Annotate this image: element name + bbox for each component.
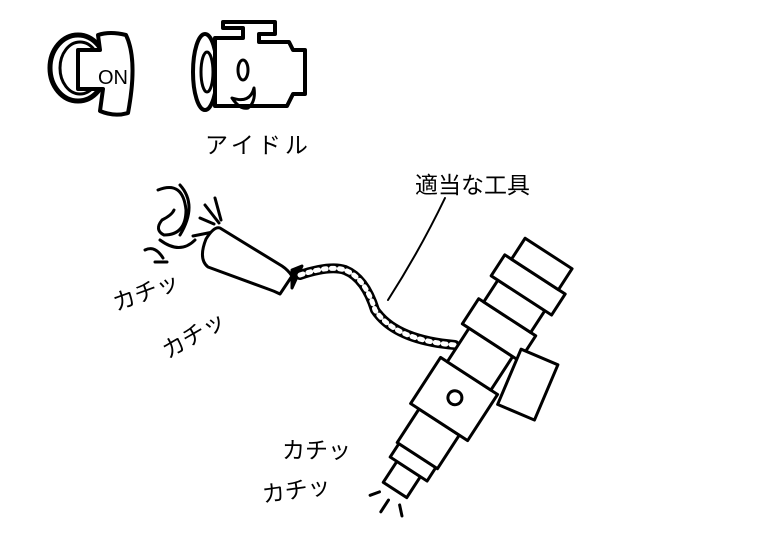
engine-icon — [191, 20, 307, 112]
key-on-label: ON — [98, 67, 128, 89]
engine-idle-label: アイドル — [205, 133, 312, 159]
ignition-key-icon: ON — [47, 31, 135, 117]
tool-label: 適当な工具 — [415, 173, 530, 199]
injector-click-sound-1: カチッ — [282, 438, 351, 464]
fuel-injector-icon — [368, 236, 574, 518]
leader-line — [387, 197, 446, 301]
tool-icon — [201, 226, 460, 350]
ear-icon — [143, 183, 223, 264]
